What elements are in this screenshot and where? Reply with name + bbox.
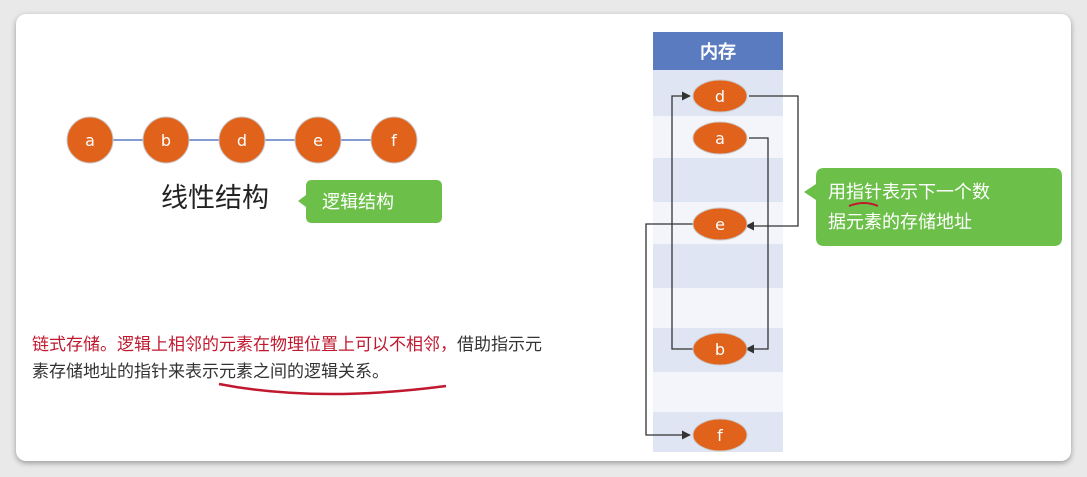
handwritten-underline (848, 202, 879, 207)
svg-text:b: b (715, 340, 725, 359)
handwritten-underline (218, 382, 447, 396)
description-text: 链式存储。逻辑上相邻的元素在物理位置上可以不相邻，借助指示元素存储地址的指针来表… (32, 332, 552, 386)
linear-node: e (294, 116, 342, 164)
svg-text:逻辑结构: 逻辑结构 (322, 192, 394, 213)
description-suffix: 来表示元素之间的逻辑关系。 (168, 362, 389, 382)
memory-node: e (692, 207, 748, 241)
pointer-e-to-f (645, 223, 693, 440)
svg-text:e: e (715, 215, 725, 234)
svg-text:b: b (161, 131, 171, 150)
pointer-a-to-b (745, 137, 769, 354)
svg-text:d: d (715, 87, 725, 106)
svg-text:f: f (717, 426, 723, 445)
linear-node: f (370, 116, 418, 164)
pointer-callout: 用指针表示下一个数 据元素的存储地址 (804, 168, 1062, 246)
memory-node: d (692, 79, 748, 113)
svg-text:a: a (85, 131, 95, 150)
svg-text:e: e (313, 131, 323, 150)
linear-node: a (66, 116, 114, 164)
memory-node: a (692, 121, 748, 155)
linear-node: d (218, 116, 266, 164)
pointer-b-to-d (671, 91, 693, 350)
logical-structure-callout: 逻辑结构 (298, 180, 442, 223)
pointer-d-to-e (745, 95, 799, 231)
memory-node: f (692, 418, 748, 452)
description-red: 链式存储。逻辑上相邻的元素在物理位置上可以不相邻， (32, 335, 457, 355)
linear-node: b (142, 116, 190, 164)
linked-storage-diagram: a b d e f 线性结构 逻辑结构 内存 (66, 32, 1062, 452)
description-prefix: 借助指示 (457, 335, 525, 355)
memory-header: 内存 (700, 41, 736, 63)
linear-structure-title: 线性结构 (161, 183, 269, 214)
svg-text:a: a (715, 129, 725, 148)
memory-column: 内存 (653, 32, 783, 452)
slide: a b d e f 线性结构 逻辑结构 内存 (16, 14, 1071, 461)
svg-text:d: d (237, 131, 247, 150)
svg-text:f: f (391, 131, 397, 150)
svg-text:据元素的存储地址: 据元素的存储地址 (828, 212, 972, 233)
description-underlined: 元素存储地址的指针 (32, 335, 542, 382)
svg-text:用指针表示下一个数: 用指针表示下一个数 (828, 182, 990, 203)
memory-node: b (692, 332, 748, 366)
